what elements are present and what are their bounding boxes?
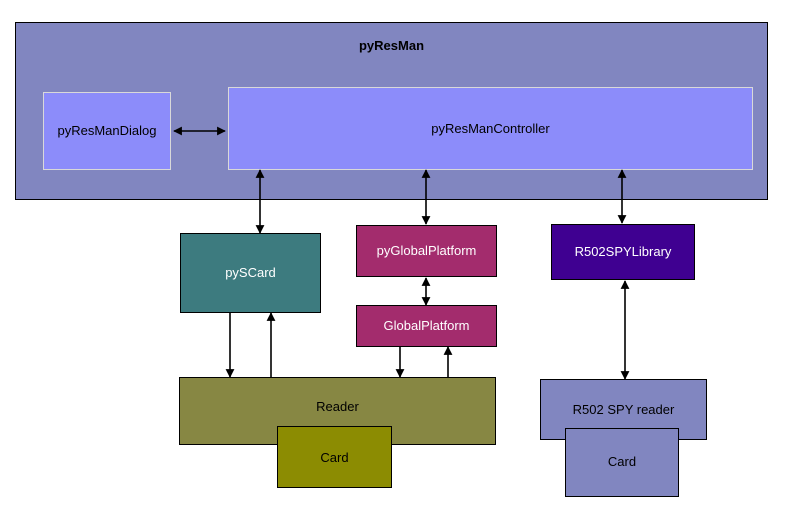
node-pyresmandialog[interactable]: pyResManDialog <box>43 92 171 170</box>
node-reader-label: Reader <box>316 399 359 414</box>
pyresman-title: pyResMan <box>358 38 425 53</box>
node-globalplatform-label: GlobalPlatform <box>383 318 470 334</box>
node-pyresmancontroller[interactable]: pyResManController <box>228 87 753 170</box>
node-r502-spy-reader-label: R502 SPY reader <box>572 402 675 417</box>
node-pyglobalplatform-label: pyGlobalPlatform <box>376 243 477 259</box>
node-r502spylibrary-label: R502SPYLibrary <box>574 244 672 260</box>
node-globalplatform[interactable]: GlobalPlatform <box>356 305 497 347</box>
node-pyglobalplatform[interactable]: pyGlobalPlatform <box>356 225 497 277</box>
node-pyresmandialog-label: pyResManDialog <box>57 123 157 139</box>
node-reader-card[interactable]: Card <box>277 426 392 488</box>
node-r502-card-label: Card <box>607 454 637 469</box>
node-pyresmancontroller-label: pyResManController <box>431 120 550 136</box>
node-r502-card[interactable]: Card <box>565 428 679 497</box>
node-r502spylibrary[interactable]: R502SPYLibrary <box>551 224 695 280</box>
node-reader-card-label: Card <box>320 450 349 465</box>
node-pyscard[interactable]: pySCard <box>180 233 321 313</box>
node-pyscard-label: pySCard <box>225 265 276 281</box>
